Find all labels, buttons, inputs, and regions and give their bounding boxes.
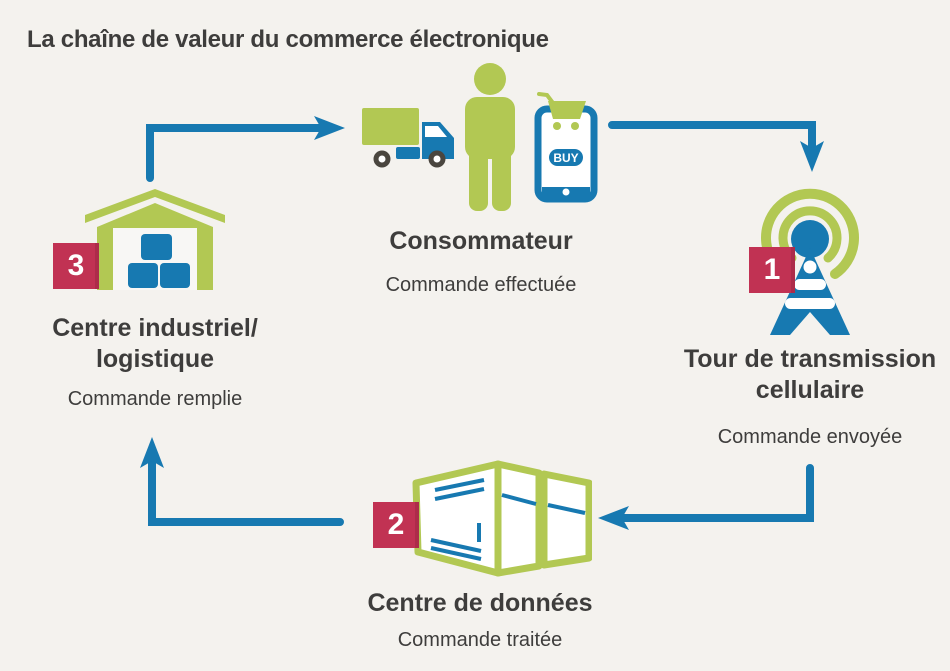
- tower-label-line2: cellulaire: [755, 376, 865, 404]
- diagram-title: La chaîne de valeur du commerce électron…: [27, 26, 549, 53]
- arrow-consumer-to-tower: [608, 121, 824, 172]
- arrow-tower-to-datacenter: [598, 464, 814, 530]
- buy-button-label: BUY: [553, 151, 578, 165]
- delivery-truck-icon: [362, 108, 454, 168]
- warehouse-label-line1: Centre industriel/: [52, 314, 258, 342]
- data-center-icon: [412, 460, 592, 577]
- cell-tower-icon: [761, 188, 859, 335]
- consumer-label: Consommateur: [389, 227, 573, 255]
- arrow-datacenter-to-warehouse: [140, 437, 344, 526]
- warehouse-label: Centre industriel/ logistique: [5, 313, 305, 375]
- tower-label-line1: Tour de transmission: [683, 345, 937, 373]
- warehouse-status: Commande remplie: [67, 388, 243, 410]
- consumer-status: Commande effectuée: [385, 274, 577, 296]
- warehouse-icon: [85, 189, 225, 290]
- warehouse-label-line2: logistique: [95, 345, 215, 373]
- arrow-warehouse-to-consumer: [146, 116, 345, 182]
- tower-label: Tour de transmission cellulaire: [660, 344, 950, 406]
- step-badge-1: 1: [749, 247, 795, 293]
- smartphone-shopping-cart-icon: BUY: [534, 92, 598, 203]
- step-badge-3: 3: [53, 243, 99, 289]
- cart-glyph: [537, 92, 586, 130]
- datacenter-label: Centre de données: [367, 589, 593, 617]
- datacenter-status: Commande traitée: [397, 629, 563, 651]
- step-badge-2: 2: [373, 502, 419, 548]
- tower-status: Commande envoyée: [717, 426, 903, 448]
- person-icon: [465, 63, 515, 211]
